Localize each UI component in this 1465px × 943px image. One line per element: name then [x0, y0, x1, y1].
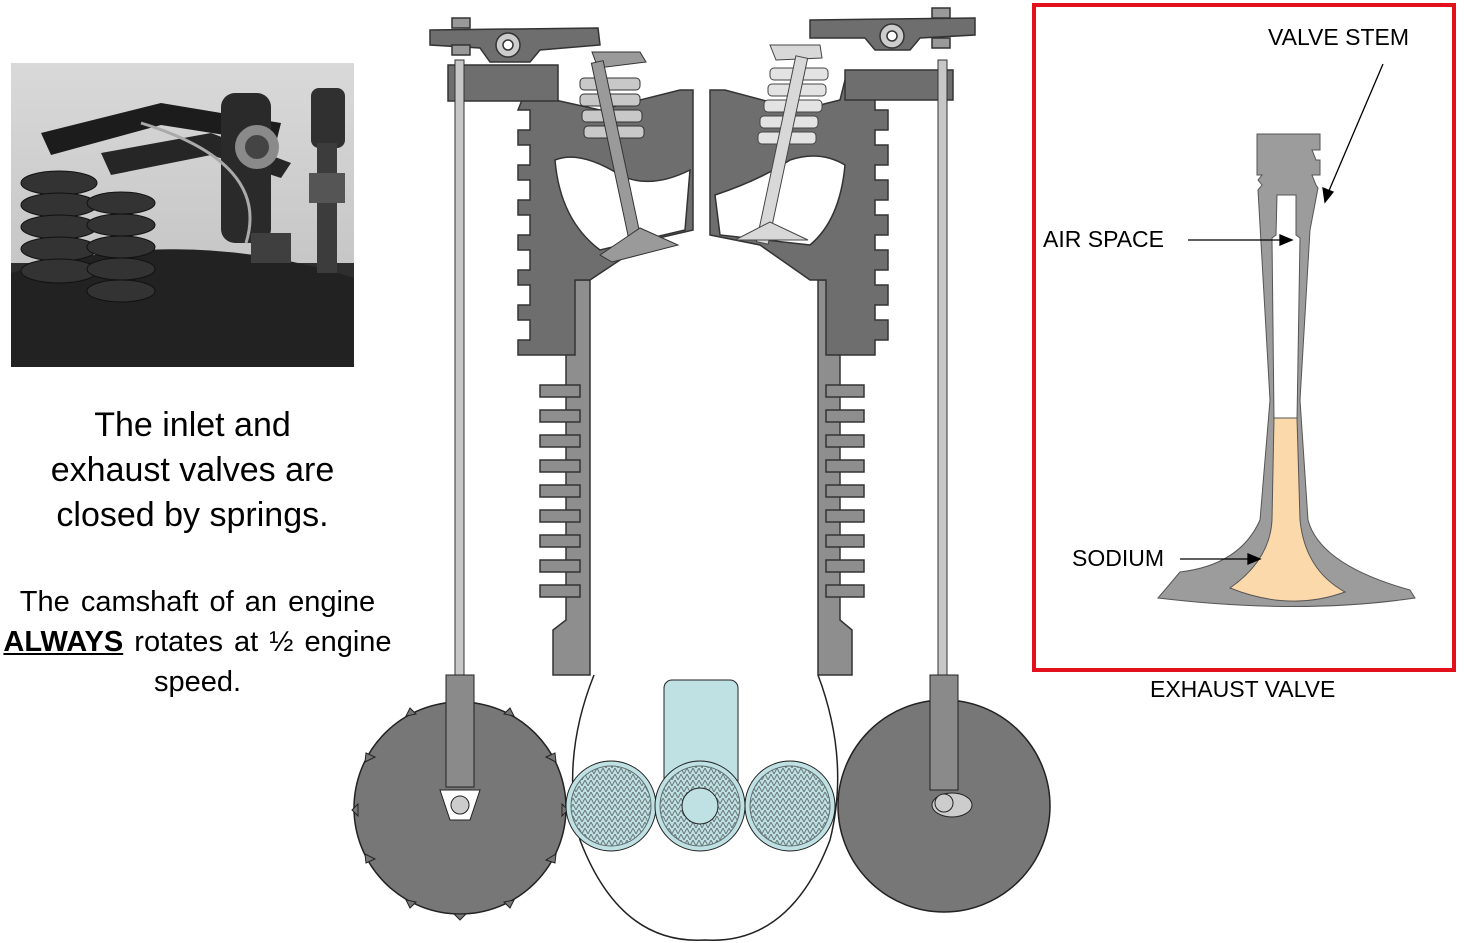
- cylinder-head-right: [709, 79, 889, 356]
- exhaust-valve-detail-panel: [1032, 3, 1456, 672]
- label-air-space: AIR SPACE: [1043, 226, 1164, 252]
- caption-main: The inlet and exhaust valves are closed …: [0, 403, 385, 538]
- cam-gear-right: [837, 674, 1051, 913]
- rocker-arm-right: [809, 7, 976, 101]
- caption-cam-pre: The camshaft of an engine: [19, 586, 376, 618]
- rocker-assembly-photo: [11, 63, 354, 367]
- inlet-valve-left: [579, 51, 680, 263]
- label-exhaust-valve: EXHAUST VALVE: [1150, 676, 1336, 702]
- pushrod-left: [454, 59, 465, 681]
- valve-sodium: [1228, 417, 1347, 602]
- exhaust-valve-right: [734, 44, 829, 245]
- cam-gear-left: [351, 674, 569, 921]
- cylinder-left: [539, 279, 591, 676]
- engine-cross-section: [351, 7, 1051, 941]
- valve-air-space: [1271, 194, 1301, 421]
- caption-cam-emphasis: ALWAYS: [3, 626, 124, 658]
- exhaust-valve-diagram: [1157, 63, 1416, 607]
- cylinder-right: [817, 279, 865, 676]
- label-sodium: SODIUM: [1072, 545, 1164, 571]
- caption-cam-post: rotates at ½ engine speed.: [134, 626, 392, 698]
- caption-line-3: closed by springs.: [56, 496, 329, 534]
- pushrod-right: [937, 59, 948, 681]
- caption-camshaft: The camshaft of an engine ALWAYS rotates…: [0, 582, 395, 702]
- rocker-arm-left: [429, 17, 601, 102]
- timing-gears: [565, 760, 836, 852]
- label-valve-stem: VALVE STEM: [1268, 24, 1410, 50]
- caption-line-2: exhaust valves are: [50, 451, 335, 489]
- caption-line-1: The inlet and: [94, 406, 291, 444]
